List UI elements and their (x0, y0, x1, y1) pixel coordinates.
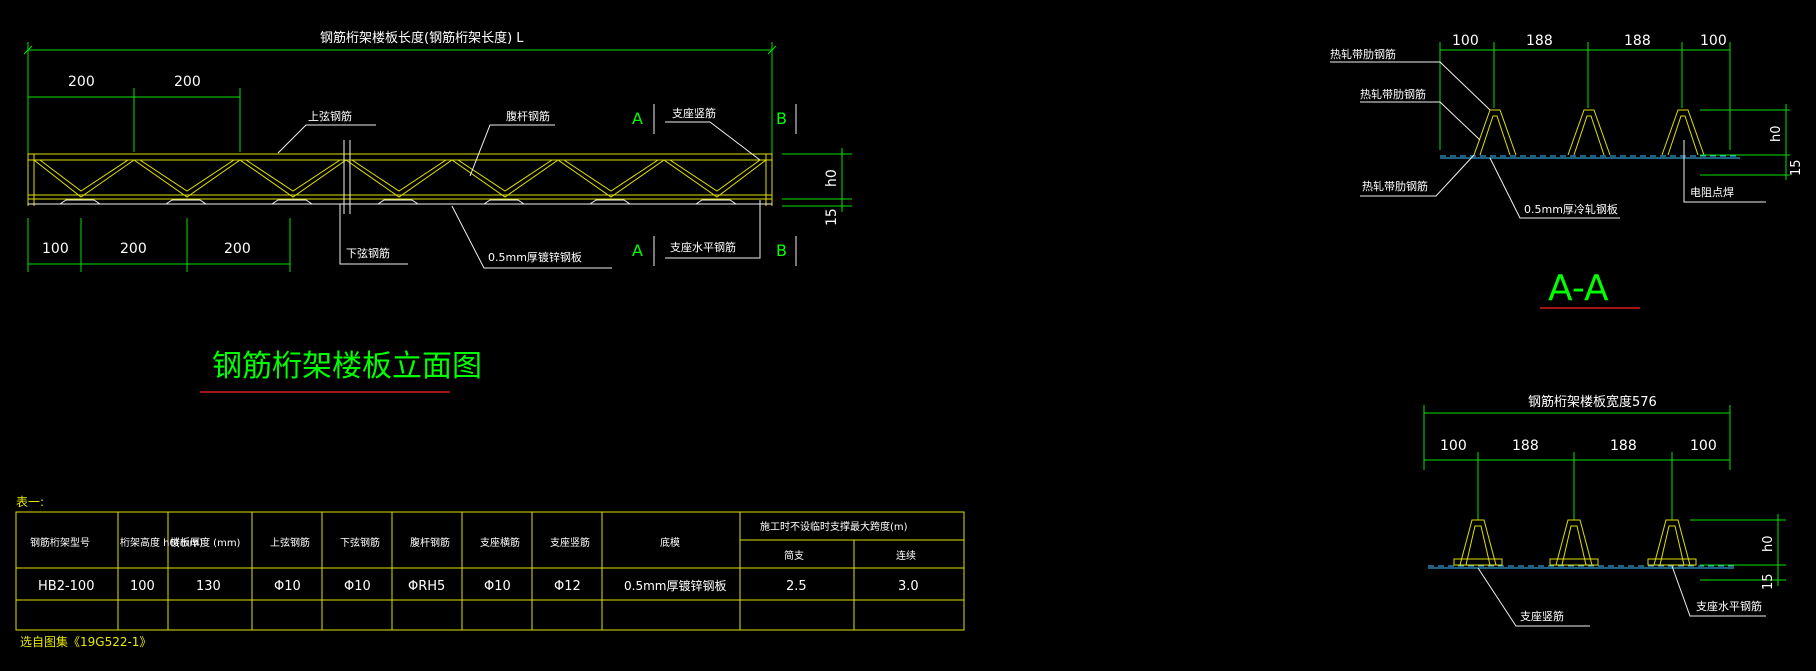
bb-dim-2: 188 (1512, 438, 1539, 454)
length-label: 钢筋桁架楼板长度(钢筋桁架长度) L (320, 30, 524, 46)
section-bb-view: 钢筋桁架楼板宽度576 100 188 188 100 h0 15 支座竖筋 支… (1423, 394, 1786, 627)
bb-15: 15 (1761, 573, 1776, 590)
top-chord (27, 153, 773, 161)
bb-leader-support-horizontal (1671, 565, 1766, 617)
th-simple: 简支 (784, 549, 804, 562)
table-caption: 表一: (16, 495, 44, 509)
bb-truss-2 (1549, 519, 1599, 566)
td-height: 100 (130, 579, 155, 594)
bottom-dim-3: 200 (224, 241, 251, 257)
web-bars (33, 159, 767, 198)
leader-bottom-chord (339, 204, 408, 265)
td-deck: 0.5mm厚镀锌钢板 (624, 579, 726, 593)
bottom-dim-1: 100 (42, 241, 69, 257)
td-bottom-chord: Φ10 (344, 579, 371, 594)
aa-title: A-A (1548, 268, 1609, 309)
td-top-chord: Φ10 (274, 579, 301, 594)
section-mark-b-bottom: B (776, 241, 787, 260)
td-model: HB2-100 (38, 579, 94, 594)
aa-truss-1 (1473, 109, 1517, 156)
bb-label-support-horizontal: 支座水平钢筋 (1696, 599, 1762, 613)
bb-leader-support-vertical (1477, 567, 1590, 627)
elevation-title: 钢筋桁架楼板立面图 (212, 349, 482, 384)
label-top-chord: 上弦钢筋 (308, 109, 352, 123)
aa-label-deck: 0.5mm厚冷轧钢板 (1524, 202, 1618, 216)
section-mark-a-top: A (632, 109, 643, 128)
td-support-vertical: Φ12 (554, 579, 581, 594)
th-model: 钢筋桁架型号 (30, 536, 90, 549)
aa-label-hot3: 热轧带肋钢筋 (1362, 179, 1428, 193)
table-footnote: 选自图集《19G522-1》 (20, 634, 151, 649)
th-span: 施工时不设临时支撑最大跨度(m) (760, 520, 908, 533)
leader-support-vertical (665, 121, 761, 161)
td-web: ΦRH5 (408, 579, 445, 594)
th-height: 桁架高度 h0(mm) (120, 536, 203, 549)
bb-h0: h0 (1761, 535, 1776, 552)
aa-dim-4: 100 (1700, 33, 1727, 49)
aa-truss-3 (1661, 109, 1705, 156)
aa-label-hot2: 热轧带肋钢筋 (1360, 87, 1426, 101)
aa-leader-weld (1683, 140, 1766, 203)
aa-15: 15 (1789, 159, 1804, 176)
label-deck: 0.5mm厚镀锌钢板 (488, 250, 582, 264)
elevation-view: 钢筋桁架楼板长度(钢筋桁架长度) L 200 200 h0 15 (23, 30, 852, 393)
bottom-dim-2: 200 (120, 241, 147, 257)
aa-leader-hot1 (1330, 61, 1491, 111)
section-mark-b-top: B (776, 109, 787, 128)
td-simple: 2.5 (786, 579, 807, 594)
td-continuous: 3.0 (898, 579, 919, 594)
leader-top-chord (277, 124, 376, 154)
aa-dim-1: 100 (1452, 33, 1479, 49)
top-dim-1: 200 (68, 74, 95, 90)
th-deck: 底模 (660, 536, 680, 549)
bb-dim-1: 100 (1440, 438, 1467, 454)
bb-truss-3 (1647, 519, 1697, 566)
aa-dim-3: 188 (1624, 33, 1651, 49)
bb-label-support-vertical: 支座竖筋 (1520, 609, 1564, 623)
th-support-horizontal: 支座横筋 (480, 536, 520, 549)
label-support-vertical: 支座竖筋 (672, 106, 716, 120)
top-dim-2: 200 (174, 74, 201, 90)
aa-h0: h0 (1769, 125, 1784, 142)
section-mark-a-bottom: A (632, 241, 643, 260)
aa-label-weld: 电阻点焊 (1690, 185, 1734, 199)
th-web: 腹杆钢筋 (410, 536, 450, 549)
elev-15: 15 (824, 208, 840, 226)
table-frame (15, 511, 965, 631)
th-continuous: 连续 (896, 549, 916, 562)
leader-support-horizontal (665, 200, 761, 259)
th-top-chord: 上弦钢筋 (270, 536, 310, 549)
leader-web (469, 124, 555, 177)
aa-truss-2 (1567, 109, 1611, 156)
bb-dim-4: 100 (1690, 438, 1717, 454)
bb-truss-1 (1453, 519, 1503, 566)
th-bottom-chord: 下弦钢筋 (340, 536, 380, 549)
aa-leader-hot2 (1360, 101, 1481, 141)
aa-leader-deck (1489, 157, 1620, 219)
spec-table: 表一: 钢筋桁架型号 桁架高度 h0(mm) 楼板厚度 (mm) 上弦钢筋 下弦… (15, 495, 965, 649)
th-thickness: 楼板厚度 (mm) (170, 536, 241, 549)
section-aa-view: 100 188 188 100 h0 15 热轧带肋钢筋 热轧带肋钢筋 热轧带肋… (1330, 33, 1804, 309)
td-thickness: 130 (196, 579, 221, 594)
td-support-horizontal: Φ10 (484, 579, 511, 594)
th-support-vertical: 支座竖筋 (550, 536, 590, 549)
bb-dim-3: 188 (1610, 438, 1637, 454)
aa-dim-2: 188 (1526, 33, 1553, 49)
label-web: 腹杆钢筋 (506, 109, 550, 123)
aa-leader-hot3 (1360, 154, 1475, 197)
aa-label-hot1: 热轧带肋钢筋 (1330, 47, 1396, 61)
label-bottom-chord: 下弦钢筋 (346, 246, 390, 260)
elev-h0: h0 (824, 169, 840, 187)
label-support-horizontal: 支座水平钢筋 (670, 240, 736, 254)
bb-width-label: 钢筋桁架楼板宽度576 (1528, 394, 1657, 410)
leader-deck (451, 205, 612, 269)
